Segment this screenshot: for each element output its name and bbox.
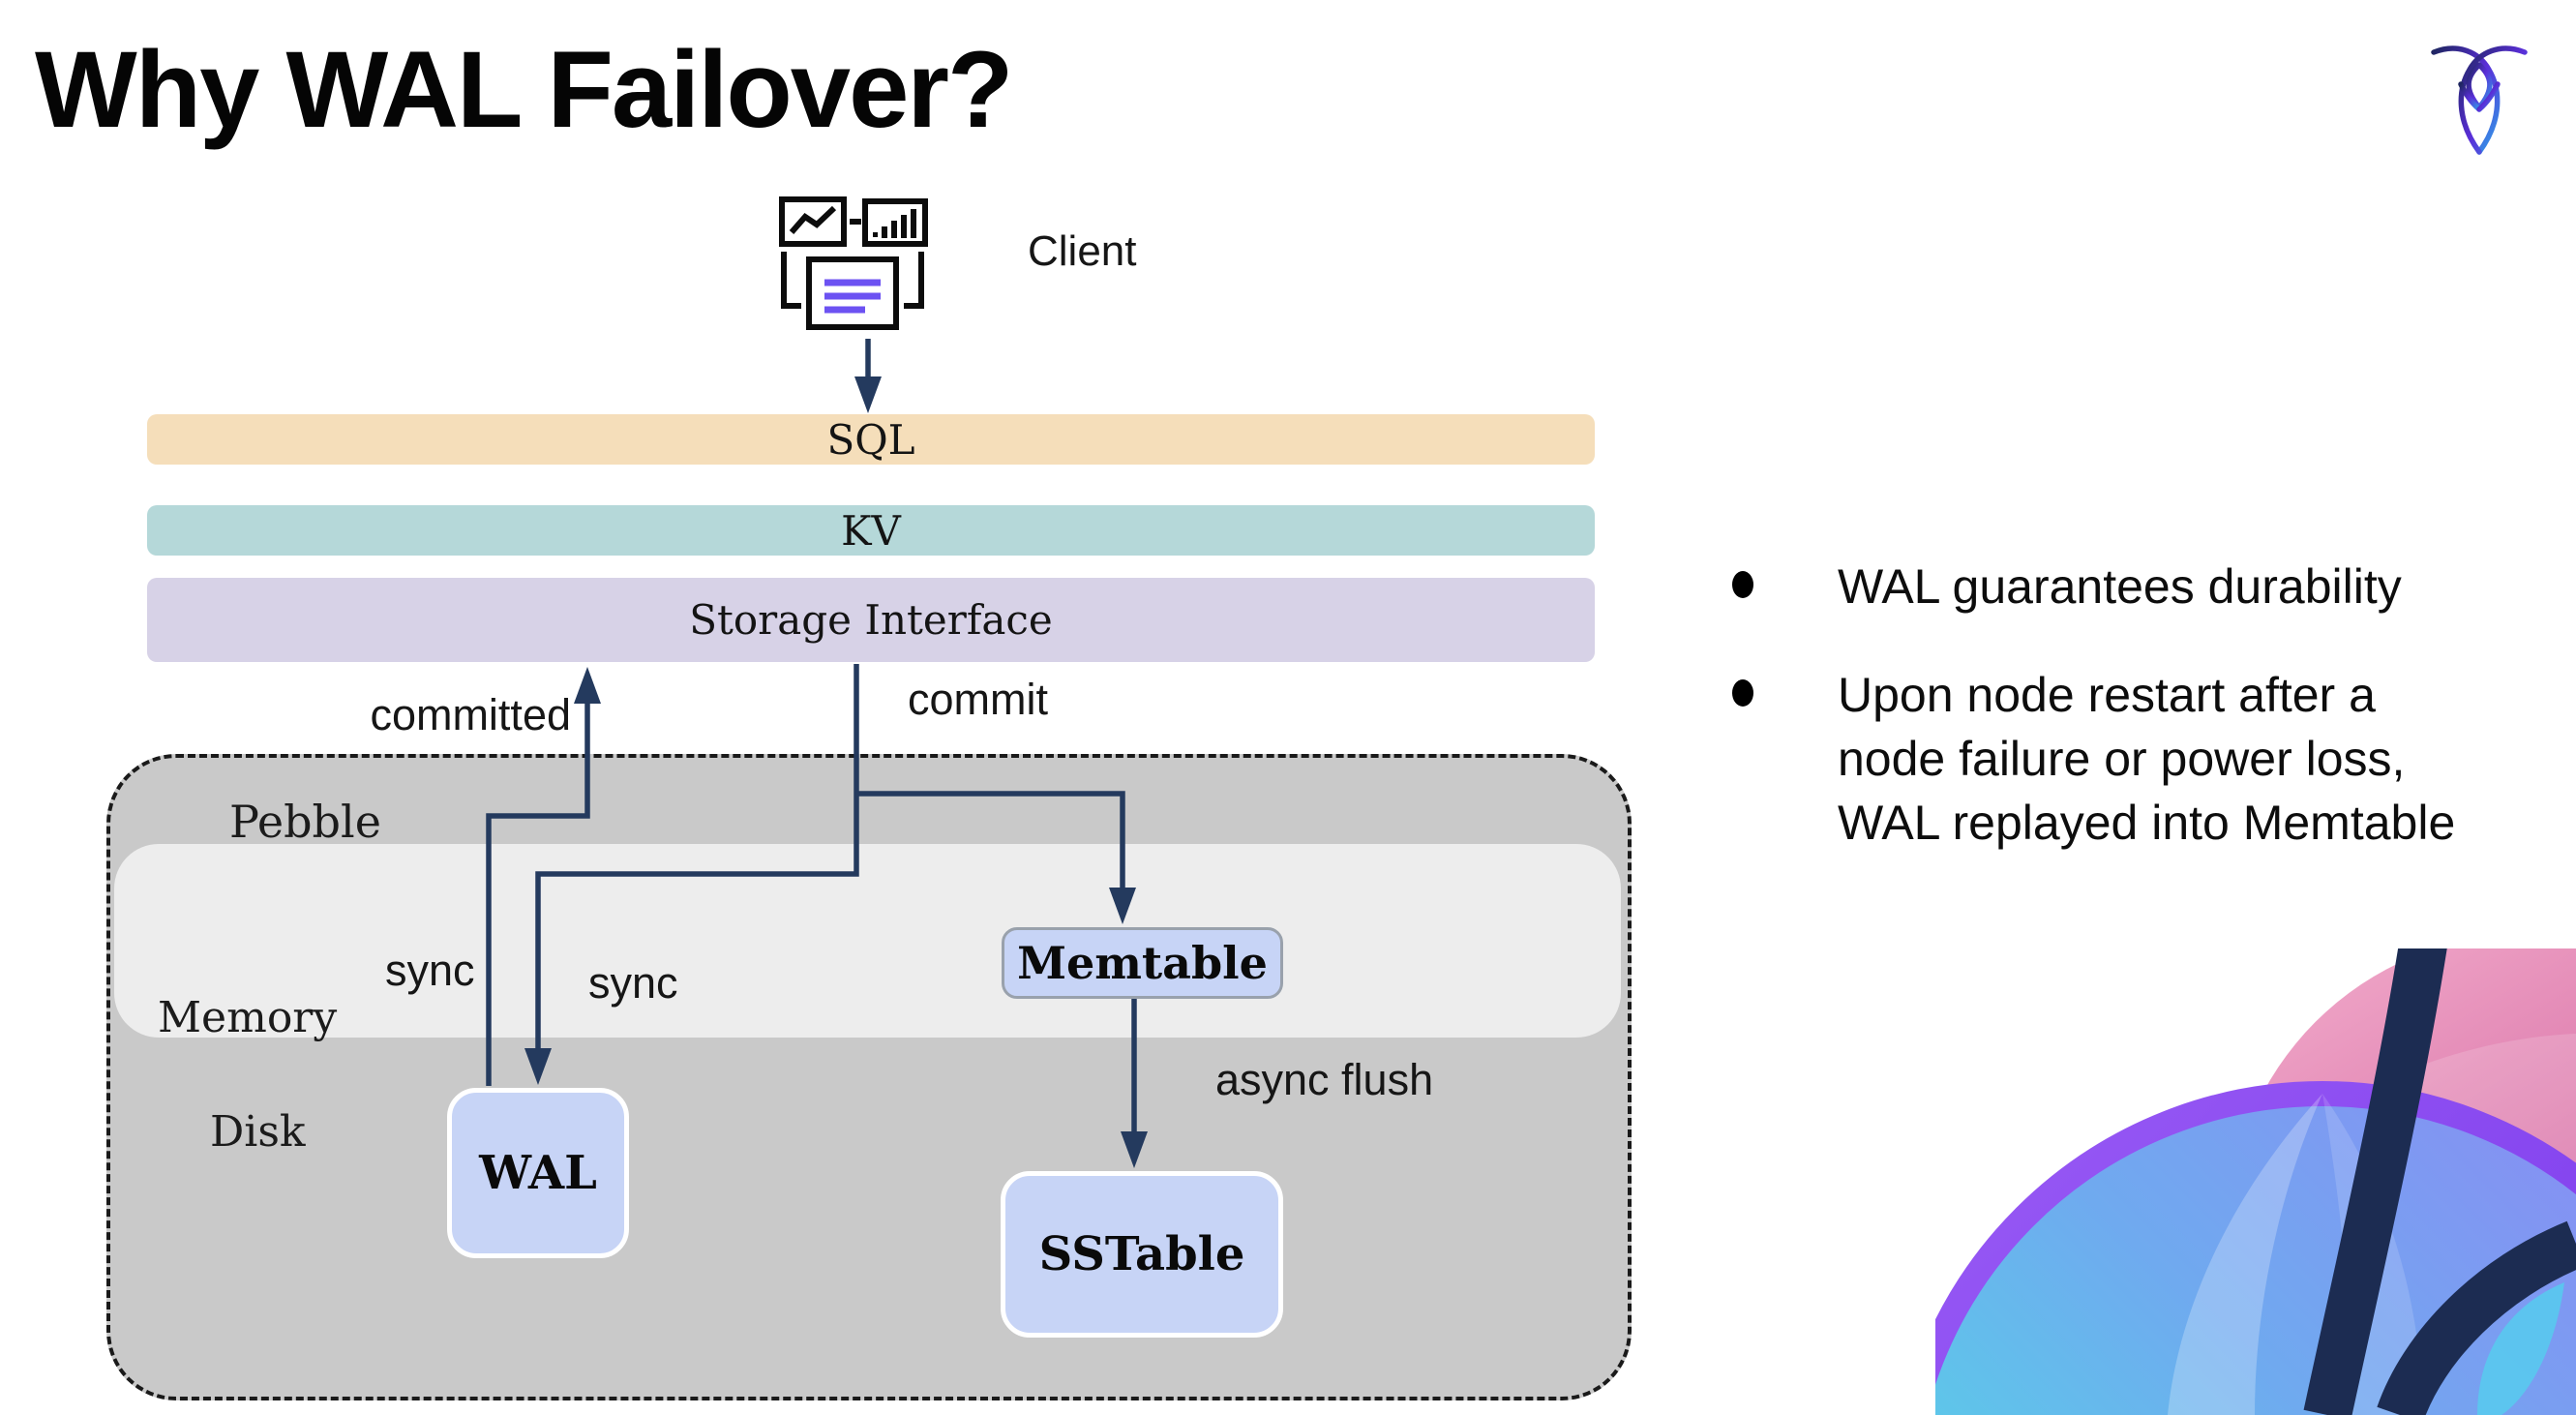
memory-label: Memory <box>158 993 338 1042</box>
disk-label: Disk <box>210 1107 306 1157</box>
memtable-node: Memtable <box>1002 927 1283 999</box>
notes-panel: WAL guarantees durability Upon node rest… <box>1732 555 2576 855</box>
layer-sql: SQL <box>147 414 1595 465</box>
note-line: WAL replayed into Memtable <box>1838 796 2456 850</box>
note-text: Upon node restart after a node failure o… <box>1838 663 2455 855</box>
commit-edge-label: commit <box>908 675 1048 724</box>
brand-artwork <box>1935 948 2576 1415</box>
note-text: WAL guarantees durability <box>1838 559 2402 614</box>
layer-kv-label: KV <box>841 506 901 555</box>
memory-region <box>114 844 1621 1038</box>
client-devices-icon <box>779 196 928 330</box>
sstable-node-label: SSTable <box>1038 1227 1245 1281</box>
sync-right-edge-label: sync <box>588 958 678 1008</box>
memtable-node-label: Memtable <box>1017 937 1268 989</box>
wal-node: WAL <box>447 1088 629 1258</box>
note-line: Upon node restart after a <box>1838 668 2376 722</box>
bullet-icon <box>1732 679 1753 707</box>
pebble-label: Pebble <box>229 796 381 848</box>
sstable-node: SSTable <box>1001 1171 1283 1338</box>
layer-kv: KV <box>147 505 1595 556</box>
wal-node-label: WAL <box>479 1146 597 1200</box>
list-item: Upon node restart after a node failure o… <box>1732 663 2576 855</box>
layer-storage-interface-label: Storage Interface <box>689 596 1053 644</box>
list-item: WAL guarantees durability <box>1732 555 2576 618</box>
bullet-icon <box>1732 571 1753 598</box>
note-line: node failure or power loss, <box>1838 732 2406 786</box>
page-title: Why WAL Failover? <box>35 29 1013 150</box>
layer-storage-interface: Storage Interface <box>147 578 1595 662</box>
committed-edge-label: committed <box>370 690 571 739</box>
sync-left-edge-label: sync <box>385 946 475 995</box>
async-flush-edge-label: async flush <box>1215 1055 1434 1104</box>
layer-sql-label: SQL <box>826 415 915 464</box>
client-label: Client <box>1028 227 1137 275</box>
edge-client-to-sql <box>854 339 882 413</box>
cockroachdb-logo-icon <box>2431 45 2528 155</box>
